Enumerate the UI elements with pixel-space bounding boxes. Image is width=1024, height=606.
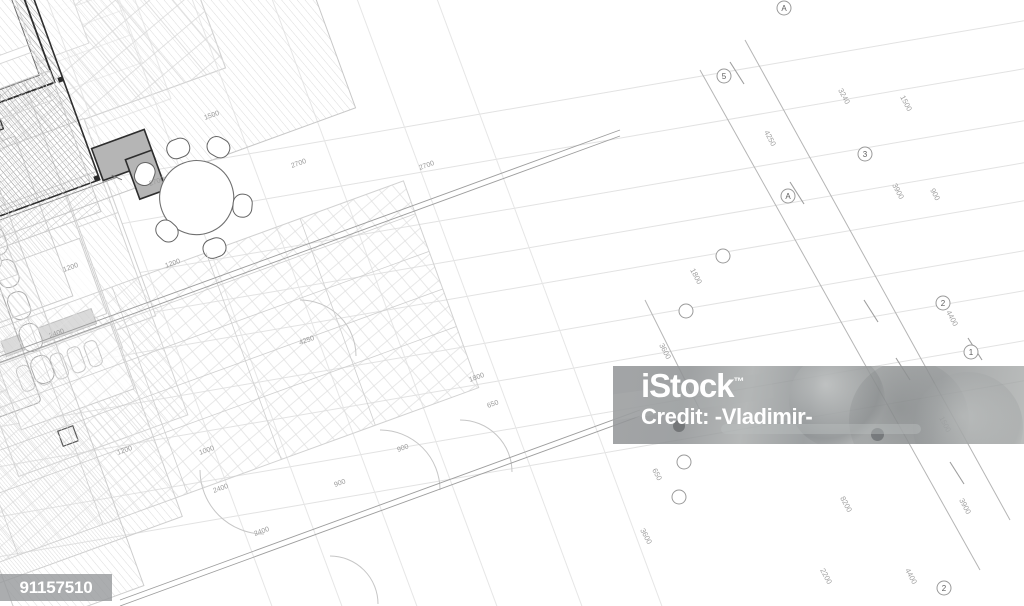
- svg-text:2: 2: [942, 584, 947, 593]
- svg-text:1500: 1500: [203, 110, 220, 122]
- svg-text:2: 2: [941, 299, 946, 308]
- svg-text:1200: 1200: [116, 445, 133, 457]
- image-id-badge: 91157510: [0, 574, 112, 601]
- walls: [90, 128, 168, 201]
- svg-text:1800: 1800: [468, 372, 485, 384]
- svg-text:1200: 1200: [62, 262, 79, 274]
- svg-text:2700: 2700: [148, 176, 165, 188]
- istock-logo-text: iStock: [641, 367, 735, 404]
- watermark-dot-1: [673, 420, 685, 432]
- svg-text:650: 650: [486, 399, 499, 410]
- istock-watermark-band: iStock™ Credit: -Vladimir-: [613, 366, 1024, 444]
- svg-text:4250: 4250: [298, 335, 315, 347]
- svg-text:2400: 2400: [253, 526, 270, 538]
- svg-text:1000: 1000: [198, 445, 215, 457]
- svg-text:900: 900: [396, 443, 409, 454]
- istock-logo: iStock™: [641, 369, 744, 402]
- svg-text:1: 1: [969, 348, 974, 357]
- credit-line: Credit: -Vladimir-: [641, 404, 813, 429]
- svg-text:2700: 2700: [418, 160, 435, 172]
- svg-text:A: A: [785, 192, 791, 201]
- svg-text:900: 900: [333, 478, 346, 489]
- watermark-streak: [721, 424, 921, 434]
- svg-text:5: 5: [722, 72, 727, 81]
- svg-text:2700: 2700: [290, 158, 307, 170]
- svg-text:3: 3: [863, 150, 868, 159]
- watermark-blob-1: [789, 366, 885, 444]
- watermark-dot-2: [871, 428, 884, 441]
- trademark-symbol: ™: [733, 376, 745, 388]
- svg-text:1200: 1200: [164, 258, 181, 270]
- svg-text:2400: 2400: [212, 483, 229, 495]
- watermark-blob-2: [849, 366, 969, 444]
- svg-text:A: A: [781, 4, 787, 13]
- round-table-1: [133, 136, 253, 259]
- svg-text:2400: 2400: [48, 328, 65, 340]
